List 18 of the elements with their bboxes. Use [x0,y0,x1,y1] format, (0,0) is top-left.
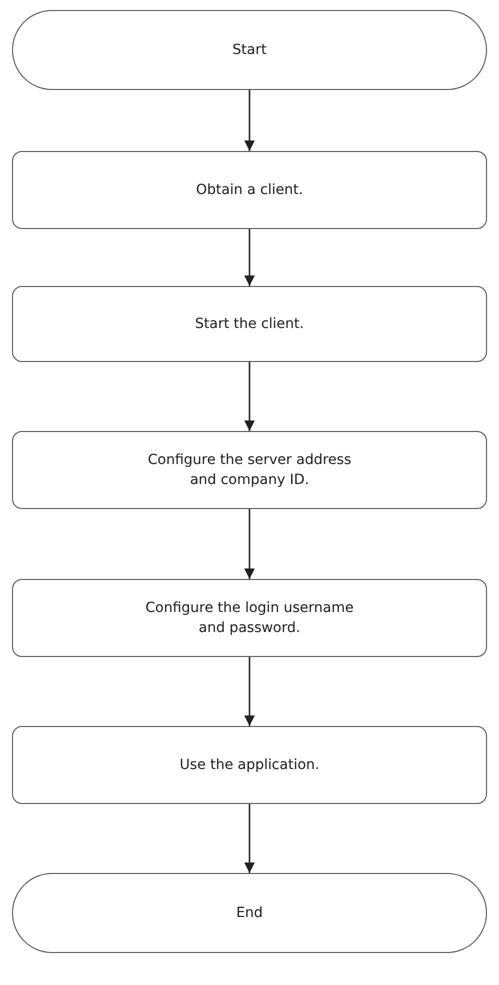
process-box [12,286,487,362]
node-text: Configure the login username and password. [144,598,355,638]
process-box [12,431,487,509]
arrow [244,804,255,873]
arrow [244,90,255,151]
node-text: Obtain a client. [196,180,304,200]
arrow [244,657,255,726]
node-text: Start the client. [195,314,304,334]
arrow [244,229,255,286]
arrow [244,509,255,579]
node-text: Configure the server address and company ID. [146,450,352,490]
node-text: Use the application. [180,756,320,775]
process-box [12,726,487,804]
process-box [12,151,487,229]
node-text: End [236,904,263,923]
arrow [244,362,255,431]
process-box [12,579,487,657]
node-text: Start [232,40,267,60]
